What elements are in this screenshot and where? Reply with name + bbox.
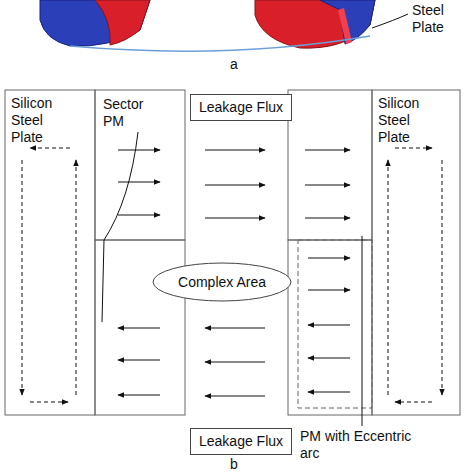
eccentric-pm-leader [362, 236, 363, 426]
node-text: Leakage Flux [199, 433, 283, 450]
node-text: Complex Area [178, 274, 266, 291]
steel-plate-left [5, 90, 95, 415]
motor-illustration [40, 0, 408, 51]
node-text: Silicon Steel Plate [11, 95, 69, 145]
eccentric-pm-upper [288, 90, 372, 240]
eccentric-pm-lower [288, 240, 372, 415]
steel-plate-right [372, 90, 460, 415]
part-label: PM with Eccentric arc [300, 428, 422, 462]
steel-plate: Silicon Steel Plate [5, 90, 95, 415]
region-outlines [5, 90, 460, 415]
eccentric-pm-dashed [298, 240, 372, 408]
leakage-flux-box: Leakage Flux [190, 428, 292, 455]
figure-label: b [230, 456, 250, 473]
part-label: Steel Plate [412, 2, 470, 36]
complex-area: Complex Area [152, 262, 292, 302]
steel-plate: Silicon Steel Plate [372, 90, 460, 415]
node-text: Silicon Steel Plate [378, 95, 436, 145]
sector-pm-upper [95, 90, 185, 240]
sector-pm-leader [102, 132, 138, 322]
figure-label: a [230, 56, 250, 73]
part-label: Sector PM [103, 96, 153, 130]
flux-arrows [22, 148, 442, 402]
leakage-flux-box: Leakage Flux [190, 94, 292, 121]
leader-lines [102, 132, 362, 426]
sector-pm-lower [95, 240, 185, 415]
node-text: Leakage Flux [199, 99, 283, 116]
